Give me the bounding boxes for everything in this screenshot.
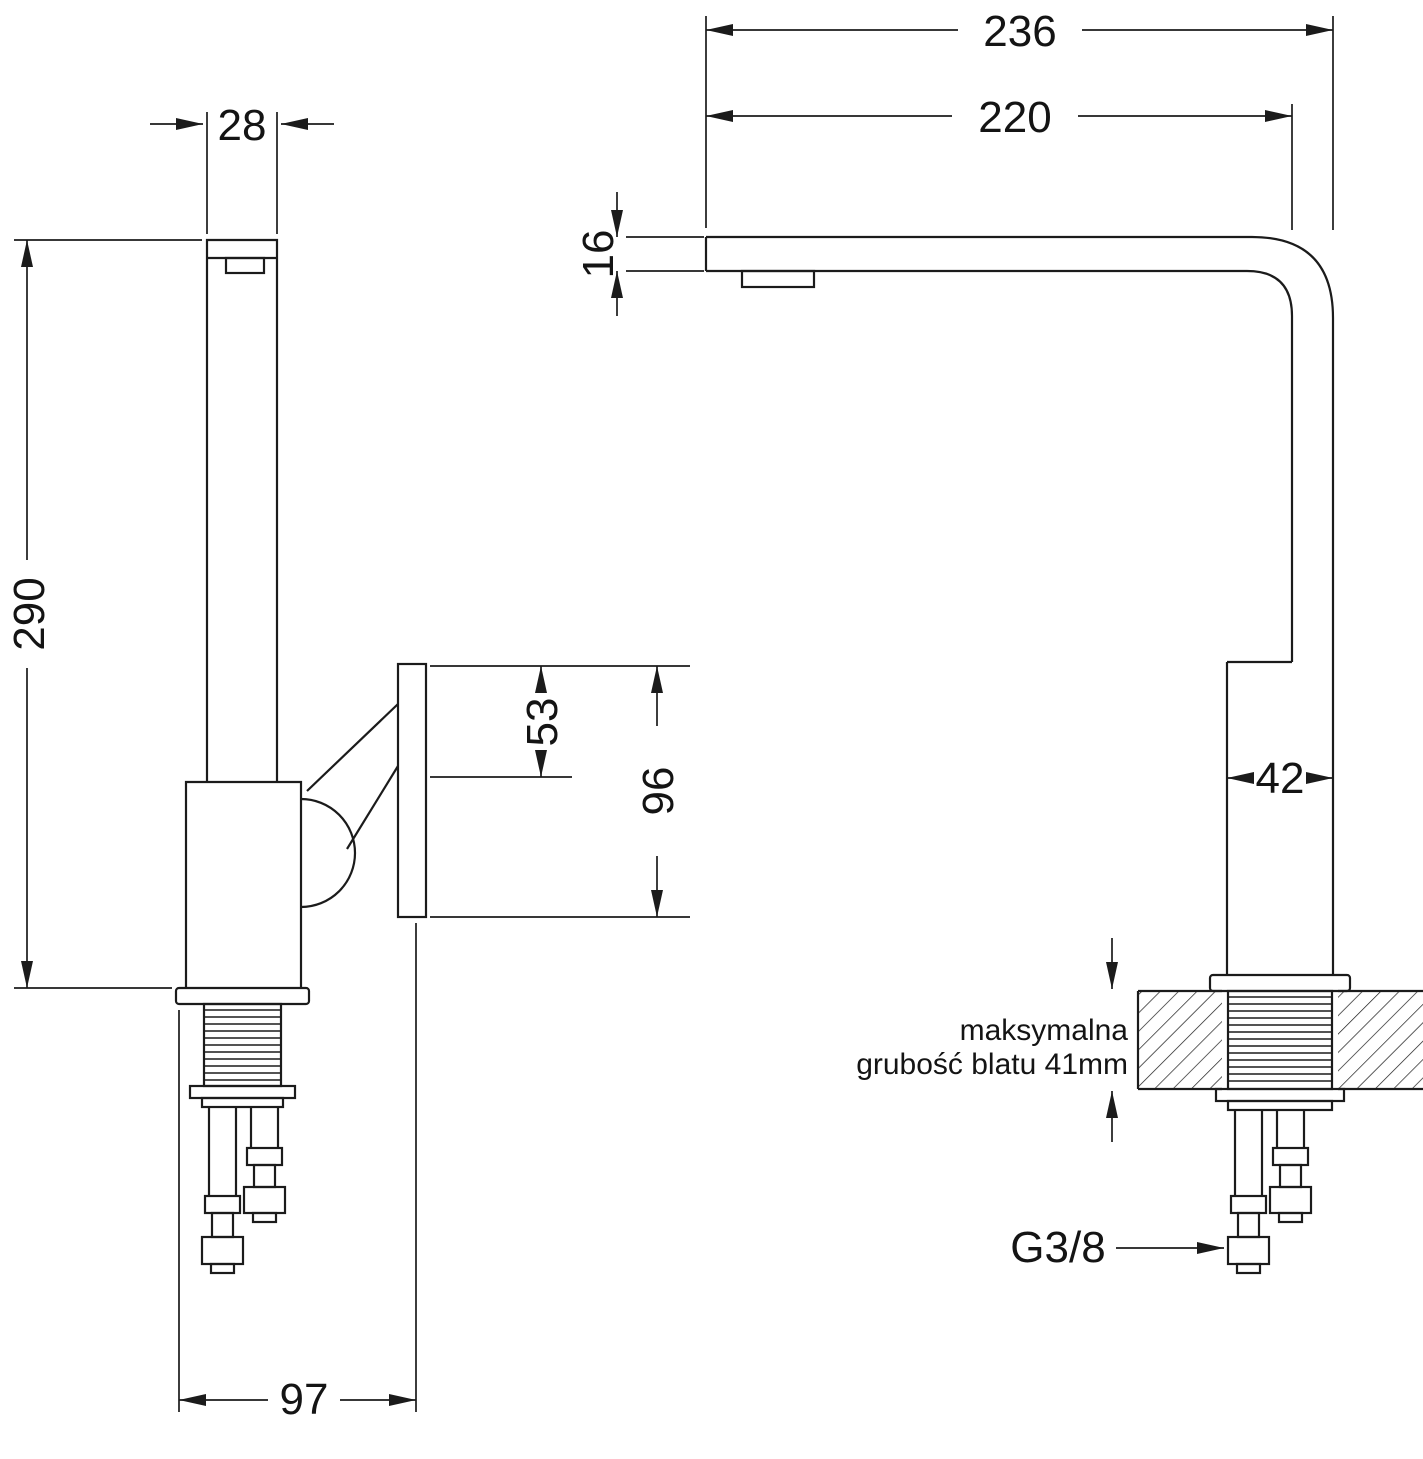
aerator-front bbox=[740, 269, 816, 289]
counter-note-line1: maksymalna bbox=[960, 1014, 1129, 1047]
hose-nut bbox=[1226, 1235, 1271, 1266]
mounting-washer-front bbox=[1226, 1099, 1334, 1112]
mounting-flange-side bbox=[174, 986, 311, 1006]
hose-coupling bbox=[245, 1146, 284, 1167]
supply-hose-front-right bbox=[1268, 1110, 1313, 1224]
countertop-section bbox=[1136, 989, 1423, 1091]
handle-plate bbox=[396, 662, 428, 919]
hose-stem bbox=[210, 1211, 235, 1239]
spout-outline-inner bbox=[706, 269, 1294, 662]
hose-tip bbox=[209, 1262, 236, 1275]
front-view-dimensions: 236 220 16 42 maksymalna grubość blatu 4… bbox=[574, 7, 1334, 1272]
handle-lever-top-edge bbox=[306, 703, 399, 792]
hose-nut bbox=[200, 1235, 245, 1266]
spout-outline-outer bbox=[706, 235, 1335, 975]
hose-tip bbox=[251, 1211, 278, 1224]
dim-spout-tube-label: 16 bbox=[574, 230, 623, 279]
hose-stem bbox=[1236, 1211, 1261, 1239]
dim-base-reach-label: 97 bbox=[280, 1375, 329, 1424]
hose-coupling bbox=[203, 1194, 242, 1215]
hose-nut bbox=[1268, 1185, 1313, 1215]
supply-hose-left bbox=[200, 1107, 245, 1275]
dim-handle-height-label: 96 bbox=[634, 767, 683, 816]
handle-lever-bottom-edge bbox=[346, 765, 399, 850]
supply-hose-right bbox=[242, 1107, 287, 1224]
dim-overall-reach-label: 236 bbox=[983, 7, 1056, 56]
mounting-nut-front bbox=[1214, 1087, 1346, 1103]
supply-hose-front-left bbox=[1226, 1110, 1271, 1275]
thread-size-label: G3/8 bbox=[1010, 1223, 1105, 1272]
countertop-hatch-left bbox=[1138, 991, 1222, 1089]
mounting-nut-side bbox=[188, 1084, 297, 1100]
hose-tip bbox=[1277, 1211, 1304, 1224]
dim-body-width-label: 42 bbox=[1256, 754, 1305, 803]
mounting-washer-side bbox=[200, 1096, 285, 1109]
shank-threads-front bbox=[1228, 996, 1332, 1082]
aerator-side bbox=[224, 256, 266, 275]
spout-column-outline bbox=[205, 238, 279, 782]
dim-handle-top-label: 53 bbox=[518, 698, 567, 747]
counter-note-line2: grubość blatu 41mm bbox=[856, 1048, 1128, 1081]
mounting-flange-front bbox=[1208, 973, 1352, 993]
hose-stem bbox=[252, 1163, 277, 1189]
hose-tip bbox=[1235, 1262, 1262, 1275]
countertop-hatch-right bbox=[1338, 991, 1423, 1089]
dim-total-height-label: 290 bbox=[5, 577, 54, 650]
handle-joint-arc bbox=[300, 797, 357, 909]
hose-coupling bbox=[1271, 1146, 1310, 1167]
side-view-dimensions: 28 290 53 96 97 bbox=[5, 101, 690, 1424]
base-body-outline bbox=[184, 780, 303, 988]
side-view bbox=[174, 238, 428, 1275]
hose-coupling bbox=[1229, 1194, 1268, 1215]
hose-stem bbox=[1278, 1163, 1303, 1189]
dim-spout-width-label: 28 bbox=[218, 101, 267, 150]
shank-threads-side bbox=[204, 1009, 281, 1081]
hose-nut bbox=[242, 1185, 287, 1215]
front-view bbox=[704, 235, 1423, 1275]
dim-spout-reach-label: 220 bbox=[978, 93, 1051, 142]
